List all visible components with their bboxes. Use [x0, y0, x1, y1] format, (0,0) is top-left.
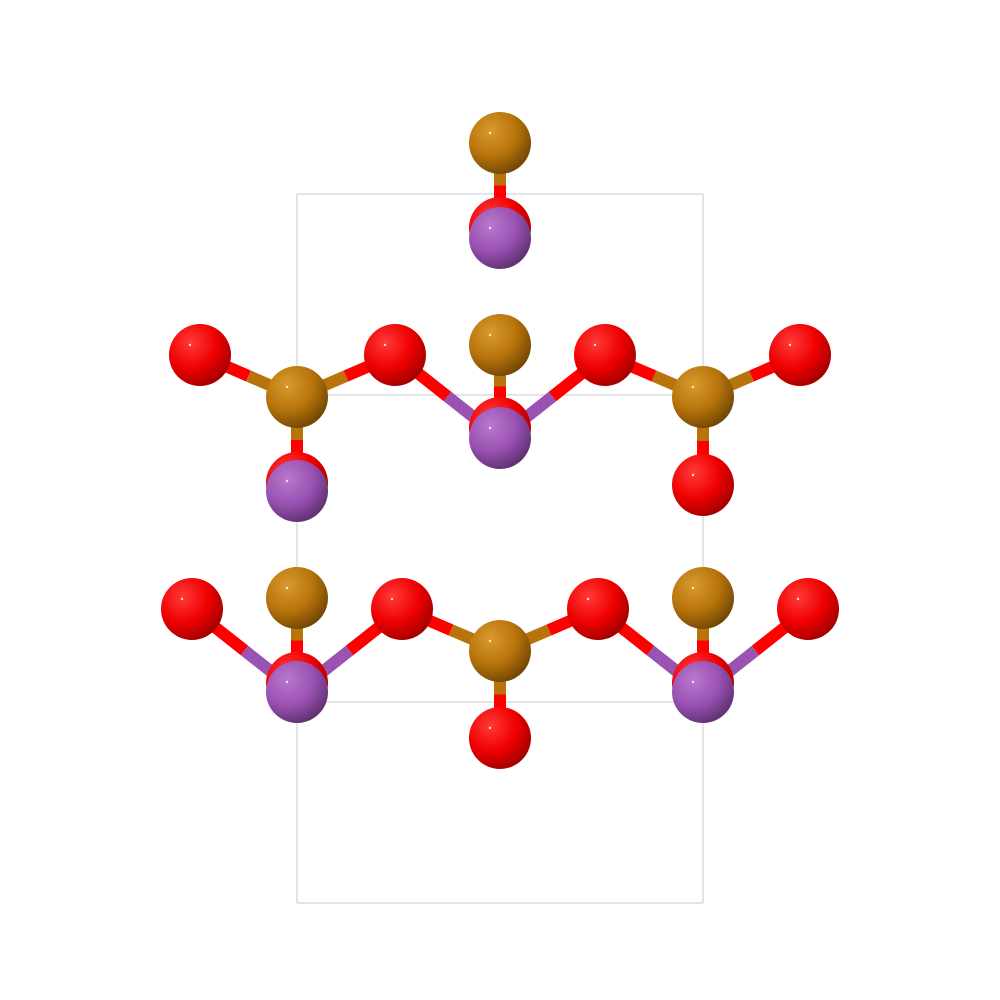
atom-highlight [285, 680, 289, 684]
red-atom [672, 454, 734, 516]
purple-atom [266, 460, 328, 522]
red-atom [567, 578, 629, 640]
atom-highlight [285, 479, 289, 483]
gold-atom [469, 314, 531, 376]
atom-highlight [593, 343, 597, 347]
atom-highlight [488, 426, 492, 430]
atom-highlight [383, 343, 387, 347]
atom-highlight [285, 586, 289, 590]
red-atom [371, 578, 433, 640]
gold-atom [672, 366, 734, 428]
atom-highlight [788, 343, 792, 347]
gold-atom [672, 567, 734, 629]
atom-highlight [180, 597, 184, 601]
atom-highlight [488, 131, 492, 135]
red-atom [574, 324, 636, 386]
red-atom [364, 324, 426, 386]
atom-highlight [488, 226, 492, 230]
atom-highlight [691, 586, 695, 590]
red-atom [769, 324, 831, 386]
gold-atom [266, 567, 328, 629]
purple-atom [469, 407, 531, 469]
purple-atom [266, 661, 328, 723]
atom-highlight [586, 597, 590, 601]
atom-highlight [691, 680, 695, 684]
red-atom [169, 324, 231, 386]
atom-highlight [691, 473, 695, 477]
atom-highlight [285, 385, 289, 389]
gold-atom [469, 620, 531, 682]
atom-highlight [488, 333, 492, 337]
purple-atom [469, 207, 531, 269]
atom-highlight [691, 385, 695, 389]
gold-atom [469, 112, 531, 174]
purple-atom [672, 661, 734, 723]
atom-highlight [188, 343, 192, 347]
red-atom [161, 578, 223, 640]
atom-highlight [796, 597, 800, 601]
gold-atom [266, 366, 328, 428]
atom-highlight [390, 597, 394, 601]
atom-highlight [488, 639, 492, 643]
red-atom [777, 578, 839, 640]
atom-highlight [488, 726, 492, 730]
red-atom [469, 707, 531, 769]
unit-cell-outline [296, 193, 704, 904]
atoms [161, 112, 839, 769]
